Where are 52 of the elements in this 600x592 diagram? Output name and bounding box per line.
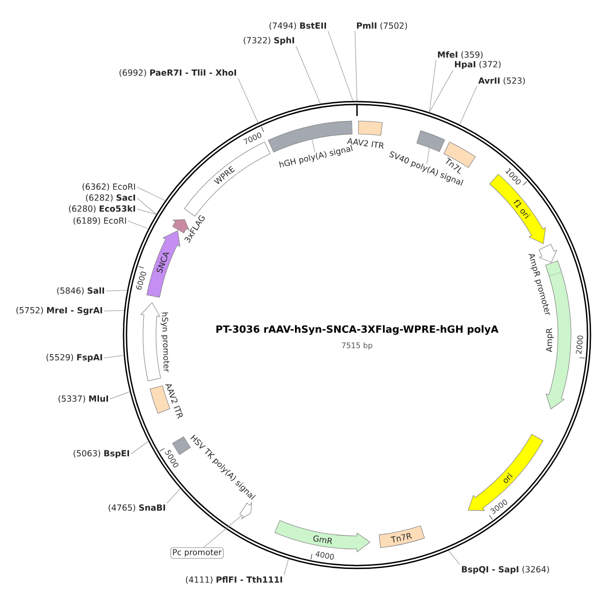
site-label: (5063) BspEI — [74, 450, 130, 458]
feature-box: Tn7R — [378, 525, 425, 548]
site-label: (6282) SacI — [86, 194, 136, 202]
leader-line — [104, 355, 124, 358]
feature-label: AmpR — [546, 328, 554, 352]
site-label: (6280) Eco53kI — [69, 205, 136, 213]
leader-line — [284, 558, 289, 576]
leader-line — [106, 290, 128, 292]
leader-line — [136, 186, 166, 201]
site-label: (6189) EcoRI — [74, 217, 126, 225]
leader-line — [312, 138, 316, 152]
leader-line — [128, 220, 149, 229]
map-title: PT-3036 rAAV-hSyn-SNCA-3XFlag-WPRE-hGH polyA — [216, 325, 498, 335]
site-label: (5337) MluI — [58, 395, 108, 403]
leader-line — [429, 60, 436, 112]
site-label: (5846) SalI — [57, 287, 104, 295]
site-label: HpaI (372) — [454, 60, 501, 70]
feature-label: hSyn promoter — [160, 312, 170, 372]
leader-line — [166, 488, 180, 504]
feature-label: hGH poly(A) signal — [279, 144, 353, 168]
leader-line — [429, 70, 454, 112]
leader-line — [204, 515, 242, 548]
leader-line — [328, 30, 354, 102]
site-label: (5529) FspAI — [46, 354, 102, 362]
site-label: (7322) SphI — [244, 36, 294, 46]
directional-feature — [240, 502, 252, 520]
site-label: (7494) BstEII — [270, 22, 326, 30]
feature-label: Pc promoter — [170, 547, 224, 559]
leader-line — [426, 147, 430, 164]
leader-line — [354, 30, 358, 102]
site-label: (4111) PflFI - Tth111I — [186, 576, 282, 584]
feature-label: AAV2 ITR — [165, 384, 183, 419]
leader-line — [238, 78, 258, 123]
site-label: AvrII (523) — [478, 77, 525, 85]
site-label: PmlI (7502) — [356, 22, 407, 30]
site-label: MfeI (359) — [438, 51, 483, 59]
site-label: (5752) MreI - SgrAI — [16, 306, 102, 316]
directional-feature: SNCA — [146, 230, 180, 298]
leader-line — [136, 198, 156, 215]
site-label: BspQI - SapI (3264) — [462, 566, 549, 574]
leader-line — [130, 441, 149, 454]
leader-line — [136, 208, 156, 215]
leader-line — [459, 86, 478, 125]
feature-box — [416, 130, 445, 152]
leader-line — [104, 310, 124, 312]
site-label: (4765) SnaBI — [108, 504, 166, 512]
site-label: (6992) PaeR7I - TliI - XhoI — [120, 69, 236, 77]
leader-line — [448, 550, 460, 565]
directional-feature: GmR — [274, 520, 370, 552]
leader-line — [110, 391, 130, 400]
site-label: (6362) EcoRI — [82, 183, 135, 191]
leader-line — [296, 46, 321, 104]
